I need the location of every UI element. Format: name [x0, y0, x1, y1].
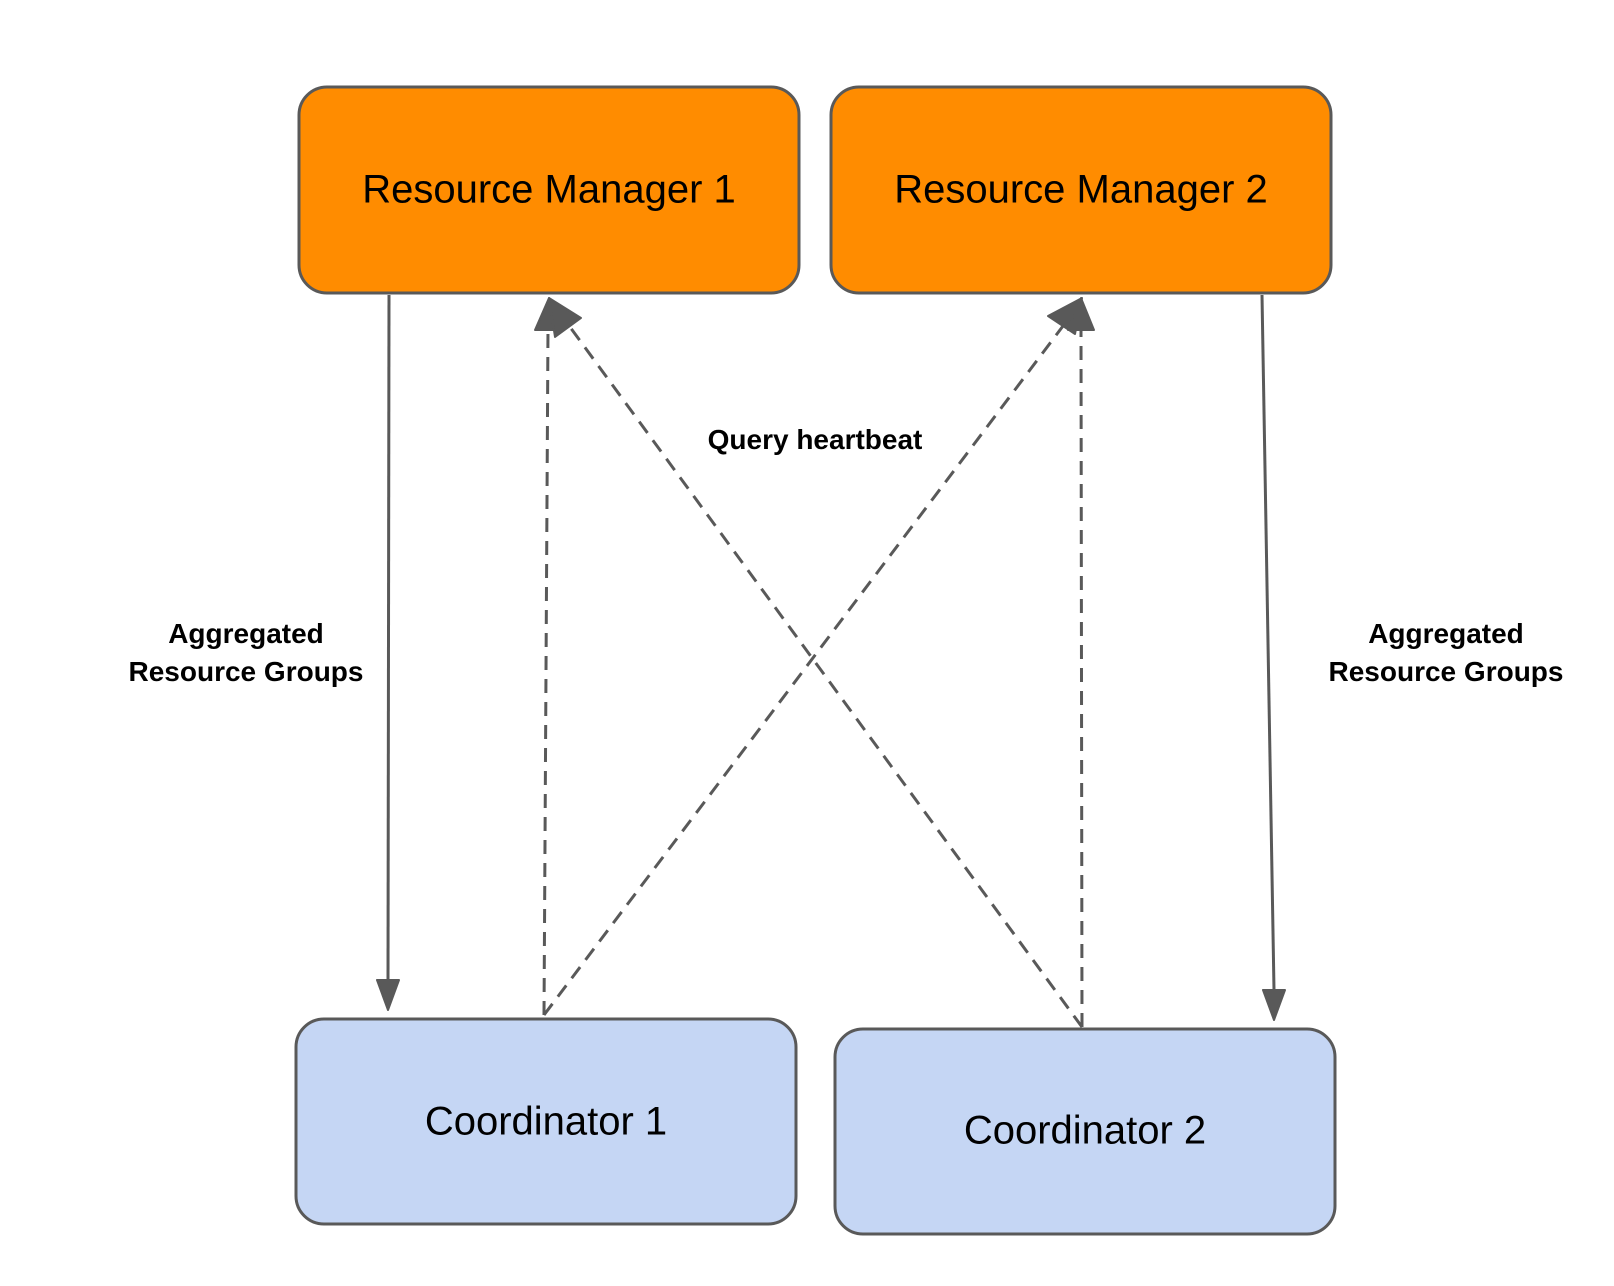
- coordinator-2-box: [833, 1027, 1337, 1236]
- right-groups-line-1: Aggregated: [1368, 618, 1524, 649]
- edge-c1-to-rm1-heartbeat: [534, 297, 562, 1016]
- edge-c1-to-rm2-heartbeat: [542, 297, 1083, 1016]
- right-groups-line-2: Resource Groups: [1329, 656, 1564, 687]
- label-query-heartbeat: Query heartbeat: [708, 424, 923, 455]
- arrow-head-up-c2-rm2: [1067, 297, 1095, 331]
- resource-manager-2-label: Resource Manager 2: [894, 168, 1268, 212]
- edge-rm1-to-coordinator1: [376, 294, 400, 1011]
- arrow-head-up-c2-rm1: [548, 297, 582, 338]
- label-left-aggregated-resource-groups: Aggregated Resource Groups: [129, 618, 364, 687]
- resource-manager-1-box: [297, 85, 801, 295]
- label-right-aggregated-resource-groups: Aggregated Resource Groups: [1329, 618, 1564, 687]
- edge-c2-to-rm1-heartbeat: [548, 297, 1084, 1028]
- resource-manager-2-box: [829, 85, 1333, 295]
- node-coordinator-2: Coordinator 2: [833, 1027, 1337, 1236]
- coordinator-1-box: [294, 1017, 798, 1226]
- left-groups-line-2: Resource Groups: [129, 656, 364, 687]
- node-resource-manager-2: Resource Manager 2: [829, 85, 1333, 295]
- node-coordinator-1: Coordinator 1: [294, 1017, 798, 1226]
- edge-c2-to-rm2-heartbeat: [1067, 297, 1095, 1028]
- resource-manager-1-label: Resource Manager 1: [362, 168, 736, 212]
- coordinator-1-label: Coordinator 1: [425, 1100, 667, 1144]
- arrow-head-down-right: [1262, 989, 1286, 1021]
- edge-rm2-to-coordinator2: [1260, 294, 1286, 1021]
- left-groups-line-1: Aggregated: [168, 618, 324, 649]
- coordinator-2-label: Coordinator 2: [964, 1109, 1206, 1153]
- arrow-head-down-left: [376, 979, 400, 1011]
- node-resource-manager-1: Resource Manager 1: [297, 85, 801, 295]
